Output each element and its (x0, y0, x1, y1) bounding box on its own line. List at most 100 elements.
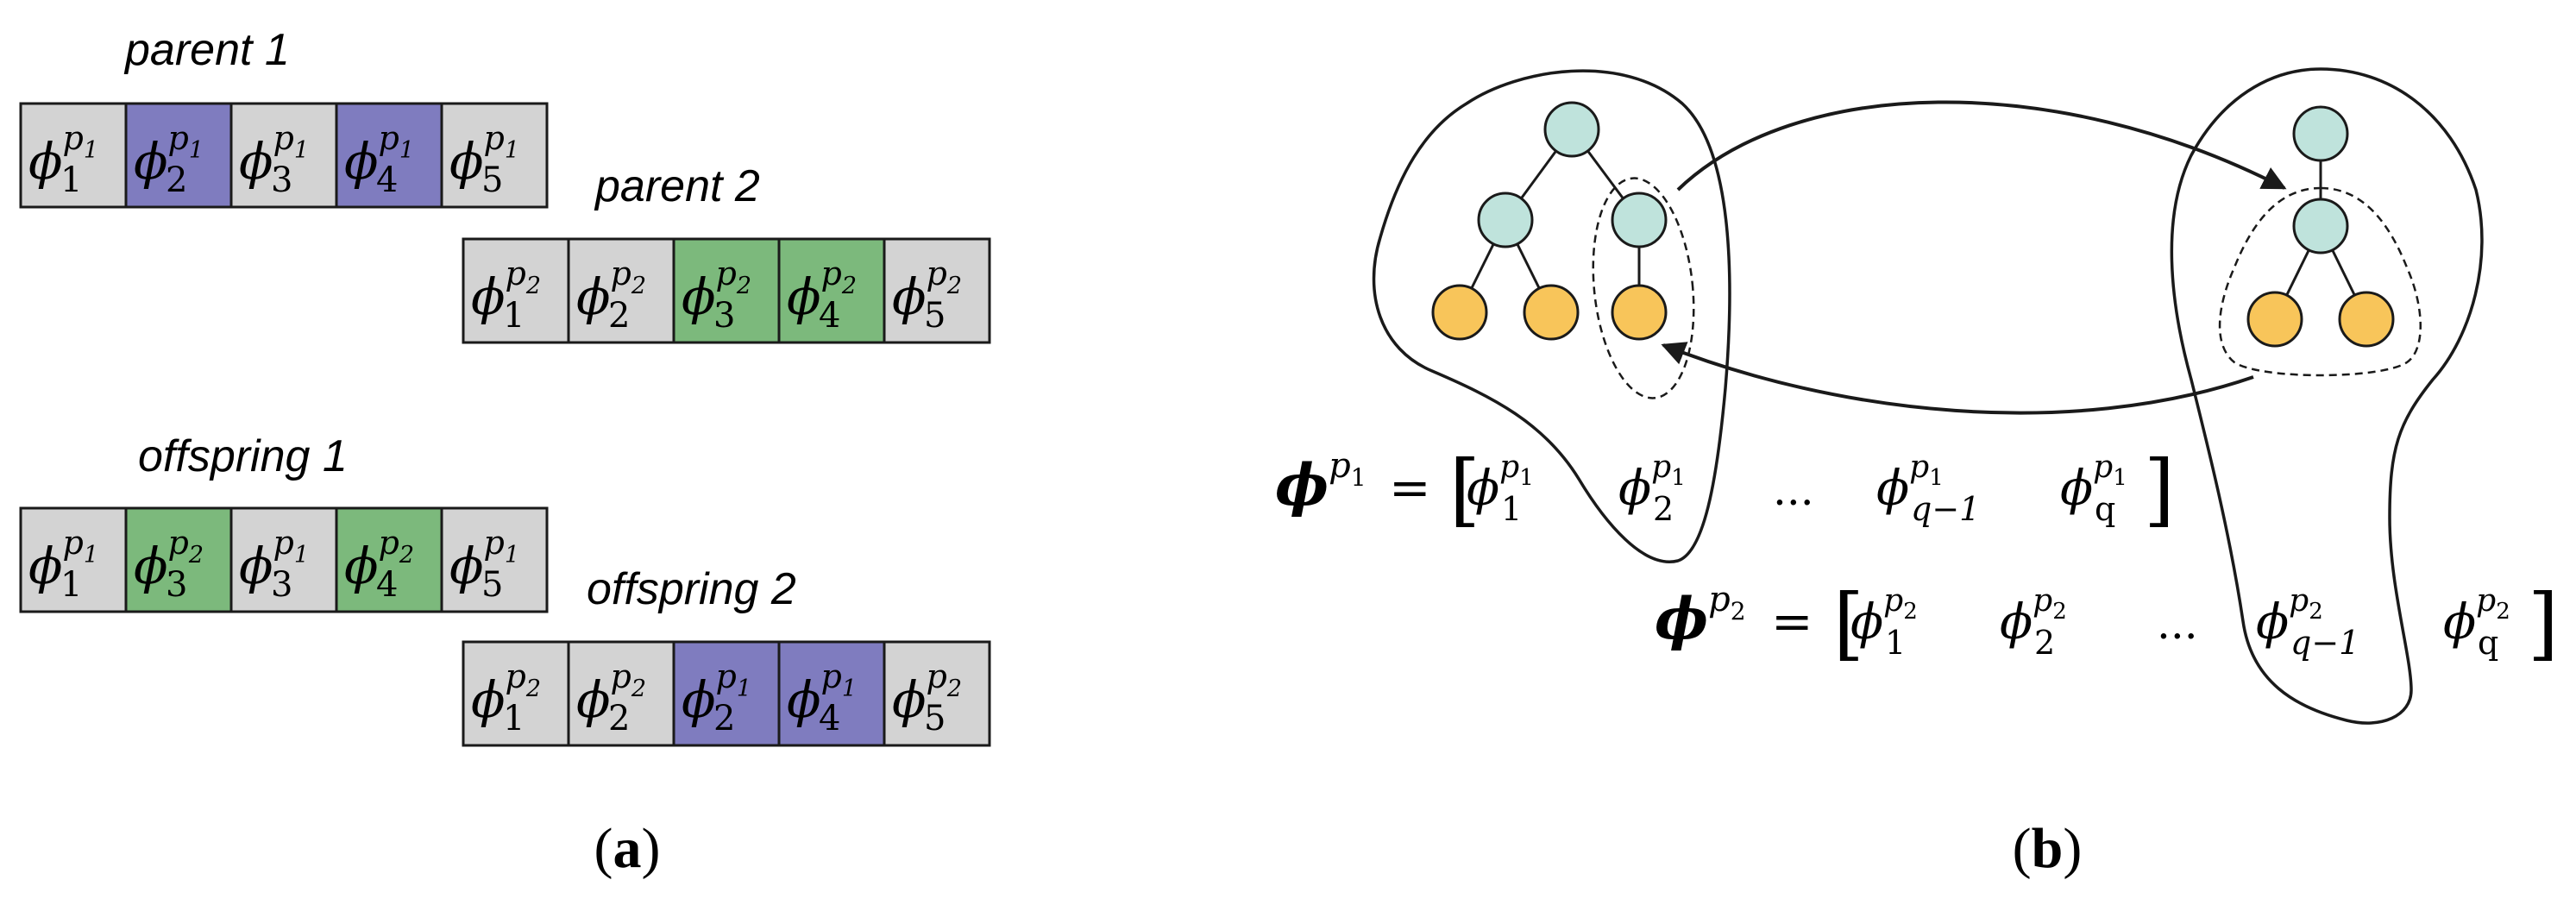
vector-element-index: q−1 (2290, 624, 2359, 662)
ellipsis: ... (2157, 599, 2198, 649)
gene-cell-box (440, 506, 549, 613)
gene-symbol: ϕp1 (449, 119, 519, 191)
panel-b-caption: (b) (2013, 817, 2083, 880)
gene-index: 5 (481, 565, 503, 605)
chromosome-label: parent 1 (123, 25, 290, 75)
gene-symbol: ϕp1 (787, 657, 857, 729)
gene-symbol: ϕp1 (682, 657, 751, 729)
chromosome-label: offspring 2 (587, 564, 796, 614)
gene-cell-box (229, 102, 338, 209)
gene-symbol: ϕp1 (134, 119, 204, 191)
vector-element-symbol: ϕp1 (2060, 449, 2127, 517)
equation-lhs: ϕp2 (1655, 580, 1746, 652)
equation-lhs: ϕp1 (1275, 446, 1367, 518)
gene-cell-box (883, 640, 991, 747)
tree-1-leaf-node (1611, 284, 1668, 341)
vector-element-symbol: ϕp1 (1618, 449, 1686, 517)
close-bracket: ] (2528, 577, 2559, 669)
vector-element-symbol: ϕp1 (1876, 449, 1944, 517)
gene-symbol: ϕp2 (682, 255, 751, 326)
tree-2-root-node (2292, 105, 2349, 162)
gene-cell-box (19, 506, 128, 613)
gene-index: 4 (376, 565, 398, 605)
vector-element-index: 2 (2034, 624, 2055, 662)
gene-symbol: ϕp1 (449, 524, 519, 595)
gene-cell-box (777, 640, 886, 747)
gene-symbol: ϕp2 (134, 524, 204, 595)
vector-element-index: q (2095, 490, 2115, 528)
gene-symbol: ϕp2 (576, 657, 646, 729)
gene-cell-box (777, 237, 886, 344)
gene-index: 4 (376, 160, 398, 200)
gene-index: 5 (924, 699, 946, 738)
gene-cell-box (567, 237, 675, 344)
equals-sign: = (1771, 592, 1813, 650)
gene-symbol: ϕp2 (892, 255, 962, 326)
gene-cell-box (672, 640, 781, 747)
tree-1-blob (1372, 69, 1731, 563)
gene-index: 4 (819, 296, 840, 336)
vector-element-index: 2 (1653, 490, 1674, 528)
gene-symbol: ϕp2 (344, 524, 414, 595)
gene-index: 2 (608, 296, 630, 336)
gene-index: 1 (60, 160, 82, 200)
gene-symbol: ϕp1 (239, 524, 309, 595)
gene-cell-box (229, 506, 338, 613)
gene-cell-box (672, 237, 781, 344)
gene-index: 2 (608, 699, 630, 738)
gene-symbol: ϕp2 (892, 657, 962, 729)
gene-cell-box (124, 102, 233, 209)
gene-symbol: ϕp1 (28, 524, 98, 595)
gene-symbol: ϕp2 (787, 255, 857, 326)
chromosome-label: offspring 1 (138, 431, 348, 481)
gene-cell-box (124, 506, 233, 613)
gene-index: 1 (60, 565, 82, 605)
panel-a-caption: (a) (594, 817, 661, 880)
tree-1-root-node (1543, 101, 1600, 158)
chromosome-label: parent 2 (594, 161, 760, 211)
gene-cell-box (567, 640, 675, 747)
gene-index: 3 (271, 565, 292, 605)
gene-symbol: ϕp1 (239, 119, 309, 191)
open-bracket: [ (1833, 577, 1864, 669)
gene-index: 1 (503, 296, 525, 336)
gene-cell-box (335, 102, 443, 209)
tree-1-leaf-node (1523, 284, 1580, 341)
gene-index: 5 (924, 296, 946, 336)
gene-index: 2 (166, 160, 187, 200)
gene-index: 4 (819, 699, 840, 738)
tree-1-internal-node-right (1611, 192, 1668, 248)
gene-index: 2 (713, 699, 735, 738)
subtree-1-selection (1592, 177, 1695, 399)
vector-element-symbol: ϕp1 (1467, 449, 1534, 517)
vector-element-index: 1 (1501, 490, 1522, 528)
gene-cell-box (883, 237, 991, 344)
